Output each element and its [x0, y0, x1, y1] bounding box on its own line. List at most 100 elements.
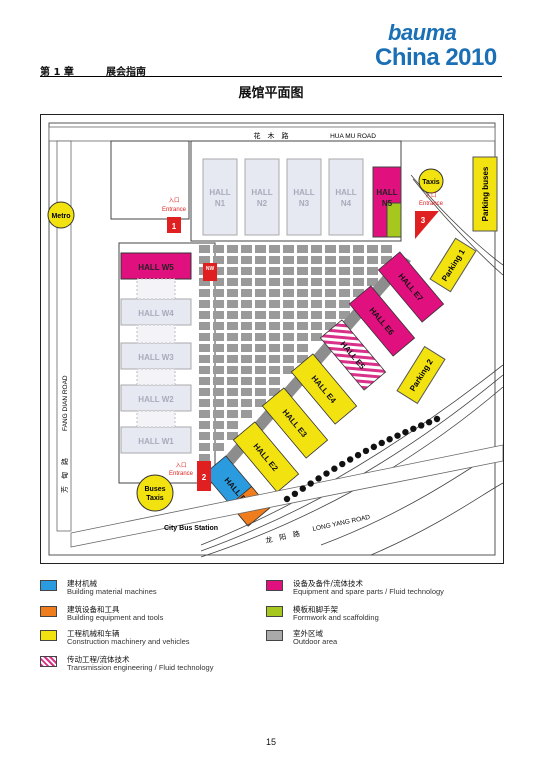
hall-n3[interactable]	[286, 158, 322, 236]
outdoor-block	[353, 278, 364, 286]
outdoor-block	[227, 344, 238, 352]
nw-l6-marker	[203, 263, 217, 281]
outdoor-block	[241, 278, 252, 286]
outdoor-block	[255, 245, 266, 253]
outdoor-block	[297, 267, 308, 275]
legend-cn: 室外区域	[293, 629, 323, 638]
entrance-2-number: 2	[202, 473, 207, 482]
legend-item-building-equipment: 建筑设备和工具 Building equipment and tools	[40, 604, 270, 626]
parking-buses-label: Parking buses	[481, 166, 490, 221]
outdoor-block	[283, 245, 294, 253]
metro-icon[interactable]	[47, 201, 75, 229]
outdoor-block	[213, 289, 224, 297]
taxi-icon[interactable]	[418, 168, 444, 194]
outdoor-block	[325, 278, 336, 286]
outdoor-block	[353, 267, 364, 275]
outdoor-block	[311, 289, 322, 297]
outdoor-block	[311, 322, 322, 330]
outdoor-block	[325, 289, 336, 297]
page-number: 15	[265, 737, 276, 747]
tree	[331, 465, 338, 472]
outdoor-block	[325, 256, 336, 264]
entrance-1-en: Entrance	[162, 207, 187, 213]
hall-n2[interactable]	[244, 158, 280, 236]
metro-label: Metro	[51, 213, 70, 220]
tree	[402, 428, 409, 436]
outdoor-block	[213, 322, 224, 330]
buses-taxis-icon[interactable]	[136, 474, 174, 512]
legend-cn: 设备及备件/流体技术	[293, 579, 364, 588]
legend-cn: 传动工程/流体技术	[67, 655, 130, 664]
north-halls: HALL N1 HALL N2 HALL N3 HALL N4 HALL N5	[202, 158, 402, 238]
outdoor-block	[283, 289, 294, 297]
outdoor-block	[255, 289, 266, 297]
outdoor-block	[255, 333, 266, 341]
logo-bauma: bauma	[388, 20, 457, 45]
outdoor-block	[269, 311, 280, 319]
outdoor-block	[227, 289, 238, 297]
outdoor-block	[367, 245, 378, 253]
entrance-2-marker[interactable]	[197, 461, 211, 491]
parking-buses[interactable]	[472, 156, 498, 232]
hall-n2-line1: HALL	[251, 188, 272, 197]
outdoor-block	[213, 245, 224, 253]
outdoor-block	[325, 267, 336, 275]
entrance-3-en: Entrance	[419, 201, 444, 207]
hall-w4-label: HALL W4	[138, 309, 174, 318]
outdoor-block	[269, 366, 280, 374]
outdoor-block	[339, 311, 350, 319]
legend-en: Outdoor area	[293, 637, 338, 646]
entrance-2-en: Entrance	[169, 471, 194, 477]
outdoor-block	[227, 322, 238, 330]
outdoor-block	[255, 377, 266, 385]
hall-w1-label: HALL W1	[138, 437, 174, 446]
outdoor-block	[199, 421, 210, 429]
legend-cn: 建筑设备和工具	[67, 605, 120, 614]
entrance-3-cn: 入口	[425, 192, 436, 199]
outdoor-block	[255, 355, 266, 363]
legend-en: Building material machines	[67, 587, 157, 596]
outdoor-block	[255, 388, 266, 396]
outdoor-block	[283, 333, 294, 341]
outdoor-block	[339, 256, 350, 264]
outdoor-block	[199, 300, 210, 308]
road-fang-dian-cn: 芳 甸 路	[60, 458, 69, 493]
hall-n5-formwork	[386, 202, 402, 238]
outdoor-block	[255, 311, 266, 319]
outdoor-block	[339, 245, 350, 253]
outdoor-block	[199, 245, 210, 253]
legend-cn: 模板和脚手架	[293, 605, 338, 614]
outdoor-block	[213, 333, 224, 341]
buses-label: Buses	[144, 486, 165, 493]
parking-1[interactable]	[429, 237, 477, 293]
outdoor-block	[269, 300, 280, 308]
outdoor-block	[241, 410, 252, 418]
outdoor-block	[199, 377, 210, 385]
outdoor-block	[269, 388, 280, 396]
entrance-1-marker[interactable]	[167, 217, 181, 233]
hall-n4[interactable]	[328, 158, 364, 236]
outdoor-block	[353, 245, 364, 253]
hall-w3-label: HALL W3	[138, 353, 174, 362]
hall-w5-label: HALL W5	[138, 263, 174, 272]
outdoor-block	[255, 344, 266, 352]
outdoor-block	[297, 256, 308, 264]
parking-2[interactable]	[396, 345, 446, 405]
legend-en: Building equipment and tools	[67, 613, 164, 622]
outdoor-block	[213, 278, 224, 286]
entrance-3-marker[interactable]	[415, 211, 439, 239]
outdoor-block	[283, 311, 294, 319]
legend-swatch	[266, 606, 283, 617]
outdoor-block	[297, 289, 308, 297]
hall-n1[interactable]	[202, 158, 238, 236]
logo-china-2010: China 2010	[375, 44, 497, 71]
hall-w1[interactable]	[120, 426, 192, 454]
tree	[291, 490, 299, 498]
tree	[315, 475, 322, 482]
outdoor-block	[283, 366, 294, 374]
outdoor-block	[283, 300, 294, 308]
hall-hall-e5[interactable]: HALL E5	[319, 319, 387, 391]
legend-en: Transmission engineering / Fluid technol…	[67, 663, 214, 672]
hall-hall-e7[interactable]: HALL E7	[377, 251, 445, 323]
hall-w5[interactable]	[120, 252, 192, 280]
